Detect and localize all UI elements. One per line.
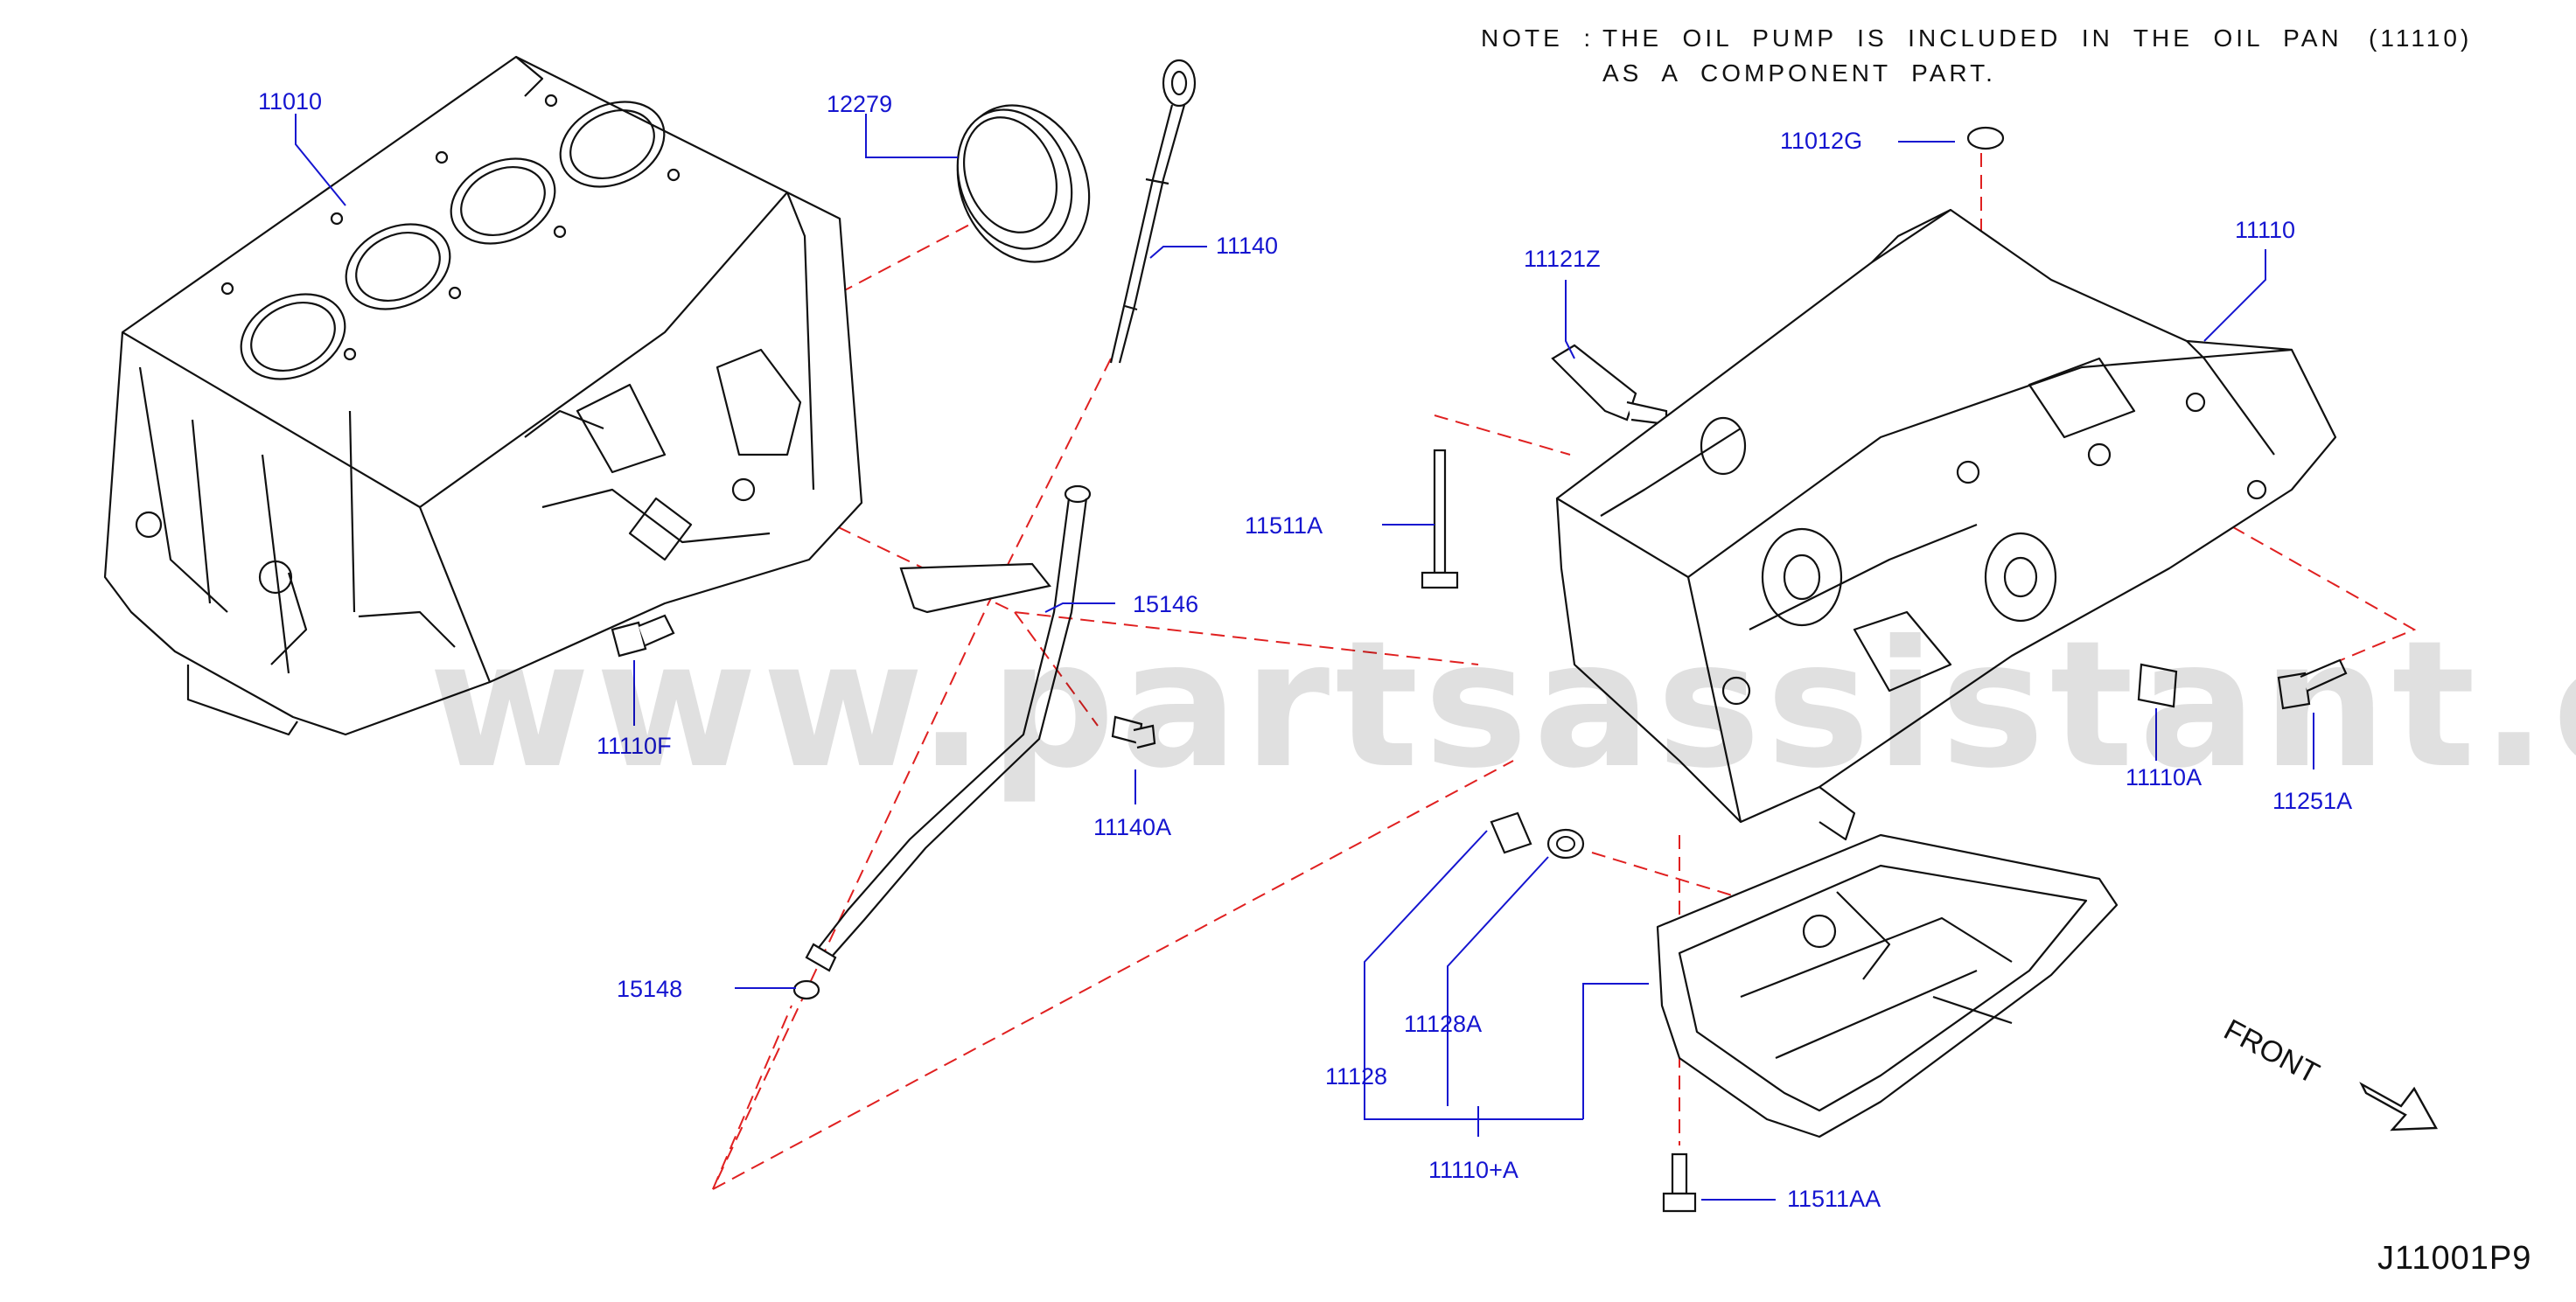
label-11511AA[interactable]: 11511AA	[1787, 1186, 1881, 1212]
rear-oil-seal-12279	[956, 104, 1091, 263]
label-11121Z[interactable]: 11121Z	[1524, 246, 1601, 272]
label-11110A[interactable]: 11110A	[2126, 764, 2202, 790]
part-labels: 11010 12279 11140 15146 11140A 11110F 15…	[258, 88, 2352, 1212]
bolt-11140A	[1111, 715, 1156, 749]
label-11140A[interactable]: 11140A	[1093, 814, 1171, 840]
upper-oil-pan-11110	[1555, 208, 2337, 841]
cylinder-block-11010	[103, 55, 863, 736]
label-11251A[interactable]: 11251A	[2272, 788, 2352, 814]
lower-oil-pan	[1656, 833, 2119, 1138]
bolt-11251A	[2277, 658, 2348, 710]
label-11110F[interactable]: 11110F	[597, 733, 672, 759]
label-11128[interactable]: 11128	[1325, 1063, 1387, 1090]
label-15148[interactable]: 15148	[617, 976, 682, 1002]
front-label: FRONT	[2218, 1013, 2324, 1091]
label-12279[interactable]: 12279	[827, 91, 892, 117]
oil-level-gauge-11140	[1109, 59, 1197, 364]
washer-11128A	[1546, 828, 1585, 860]
o-ring-11012G	[1966, 126, 2005, 150]
label-11012G[interactable]: 11012G	[1780, 128, 1862, 154]
front-indicator: FRONT	[2218, 1013, 2438, 1131]
bolt-11110A	[2137, 663, 2178, 708]
label-11010[interactable]: 11010	[258, 88, 322, 115]
note-line-2: AS A COMPONENT PART.	[1602, 59, 1996, 87]
label-11128A[interactable]: 11128A	[1404, 1011, 1482, 1037]
label-15146[interactable]: 15146	[1133, 591, 1198, 617]
note-line-1: THE OIL PUMP IS INCLUDED IN THE OIL PAN	[1602, 24, 2342, 52]
gauge-guide-15146	[805, 484, 1092, 972]
watermark: www.partsassistant.com	[429, 603, 2576, 807]
label-11110-plus-A[interactable]: 11110+A	[1428, 1157, 1518, 1183]
drain-plug-11128	[1490, 811, 1532, 854]
o-ring-15148	[792, 979, 820, 1000]
note-reference: (11110)	[2369, 24, 2473, 52]
washer-11128A-hole	[1556, 836, 1575, 852]
note-prefix: NOTE :	[1481, 24, 1595, 52]
leader-lines	[295, 114, 2314, 1201]
label-11511A[interactable]: 11511A	[1245, 512, 1323, 539]
bolt-11110F	[611, 614, 675, 658]
label-11110[interactable]: 11110	[2235, 217, 2295, 243]
bolt-11511A	[1421, 449, 1459, 589]
label-11140[interactable]: 11140	[1216, 233, 1278, 259]
bolt-11511AA	[1662, 1152, 1697, 1213]
strainer-11121Z	[1551, 344, 1668, 426]
front-arrow-icon	[2359, 1082, 2438, 1131]
diagram-code: J11001P9	[2377, 1240, 2532, 1277]
